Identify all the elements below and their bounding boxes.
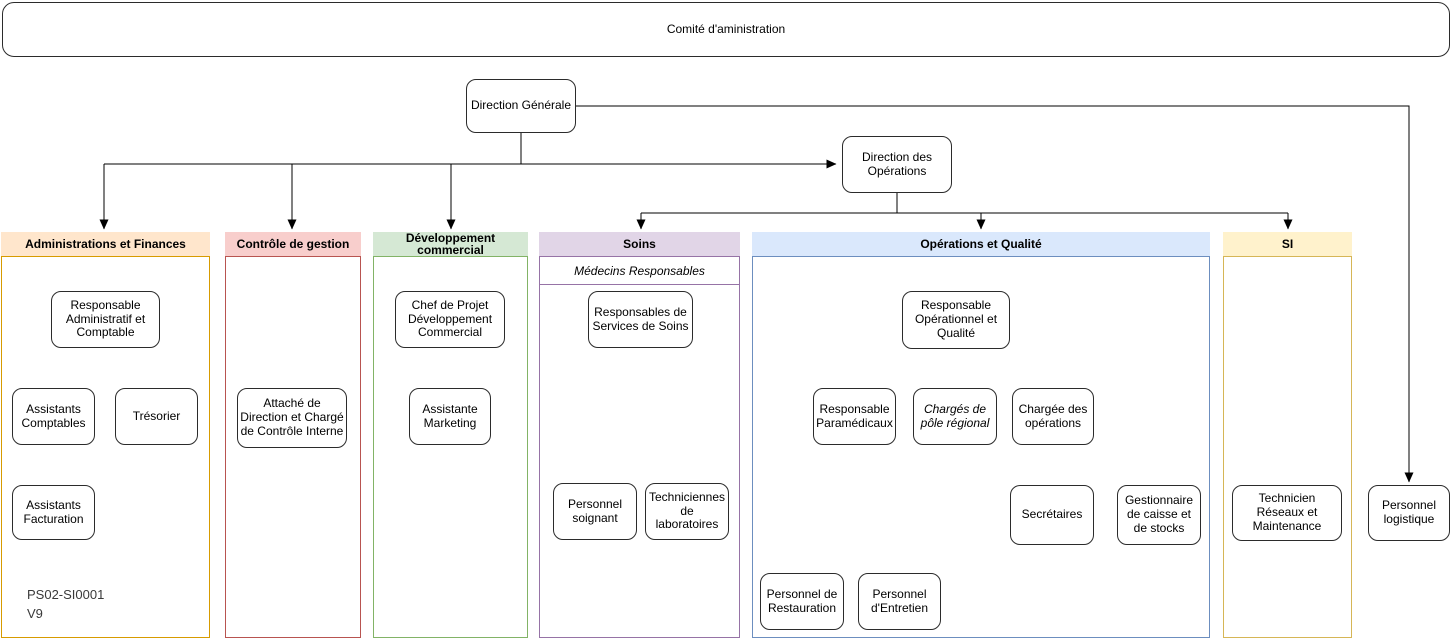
node-chargee-operations: Chargée des opérations [1012,388,1094,445]
node-personnel-logistique: Personnel logistique [1368,485,1450,541]
node-attache-direction: Attaché de Direction et Chargé de Contrô… [237,388,347,448]
node-comite-administration: Comité d'aministration [2,2,1450,57]
node-direction-generale: Direction Générale [466,79,576,133]
column-header-operations-qualite: Opérations et Qualité [752,232,1210,257]
node-chef-projet-dev: Chef de Projet Développement Commercial [395,291,505,348]
doc-footnote: PS02-SI0001 V9 [27,585,104,623]
node-personnel-entretien: Personnel d'Entretien [858,573,941,630]
node-tresorier: Trésorier [115,388,198,445]
node-responsables-services-soins: Responsables de Services de Soins [588,291,693,348]
doc-reference: PS02-SI0001 [27,587,105,602]
node-assistants-facturation: Assistants Facturation [12,485,95,540]
column-header-soins: Soins [539,232,740,257]
node-responsable-operationnel-qualite: Responsable Opérationnel et Qualité [902,291,1010,349]
node-technicien-reseaux: Technicien Réseaux et Maintenance [1232,485,1342,541]
column-header-dev-commercial: Développement commercial [373,232,528,257]
column-subheader-medecins-responsables: Médecins Responsables [540,257,739,285]
node-techniciennes-laboratoires: Techniciennes de laboratoires [645,483,729,540]
doc-version: V9 [27,606,43,621]
node-direction-operations: Direction des Opérations [842,136,952,193]
column-header-admin-finances: Administrations et Finances [1,232,210,257]
node-assistante-marketing: Assistante Marketing [409,388,491,445]
column-header-si: SI [1223,232,1352,257]
node-responsable-administratif: Responsable Administratif et Comptable [51,291,160,348]
node-responsable-paramedicaux: Responsable Paramédicaux [813,388,896,445]
node-charges-pole-regional: Chargés de pôle régional [913,388,997,445]
node-personnel-soignant: Personnel soignant [553,483,637,540]
node-secretaires: Secrétaires [1010,485,1094,545]
node-personnel-restauration: Personnel de Restauration [760,573,844,630]
node-assistants-comptables: Assistants Comptables [12,388,95,445]
node-gestionnaire-caisse-stocks: Gestionnaire de caisse et de stocks [1117,485,1201,545]
column-header-controle-gestion: Contrôle de gestion [225,232,361,257]
column-si [1223,232,1352,638]
